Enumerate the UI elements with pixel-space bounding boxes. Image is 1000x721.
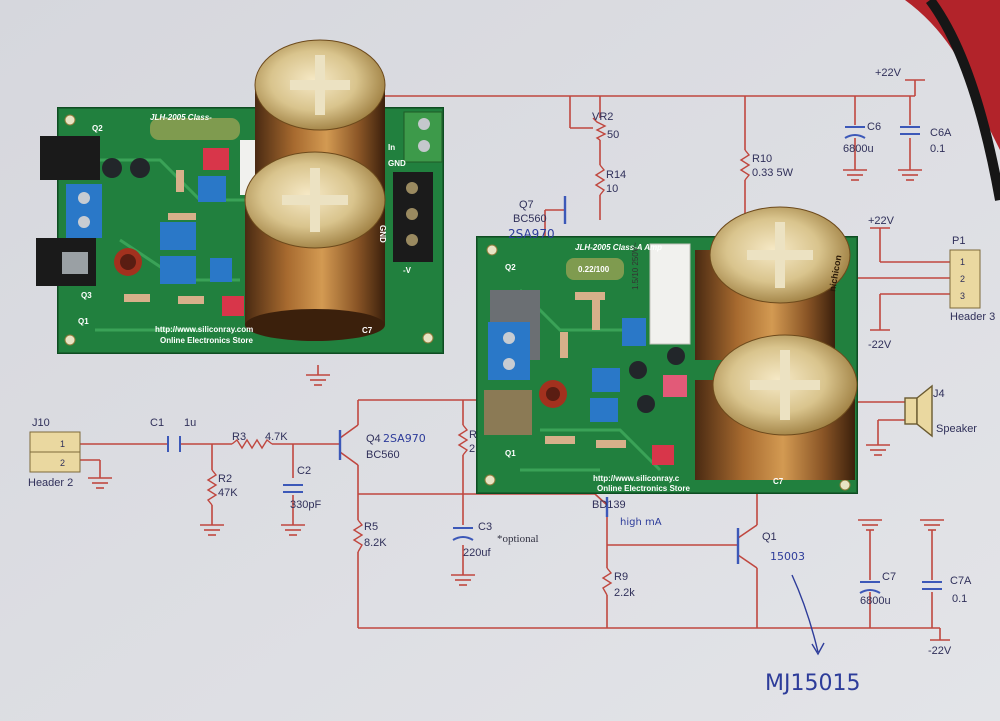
pcb-right-film-label: 0.22/100 bbox=[578, 265, 610, 274]
p1-pin1: 1 bbox=[960, 257, 965, 267]
r2-ref: R2 bbox=[218, 473, 232, 485]
pcb-right-q2: Q2 bbox=[505, 263, 516, 272]
r2-value: 47K bbox=[218, 487, 238, 499]
vr2-value: 50 bbox=[607, 129, 619, 141]
pcb-left-store: Online Electronics Store bbox=[160, 336, 253, 345]
r9-value: 2.2k bbox=[614, 587, 635, 599]
rail-neg-bottom: -22V bbox=[928, 645, 952, 657]
p1-pin3: 3 bbox=[960, 291, 965, 301]
j10-pin2: 2 bbox=[60, 458, 65, 468]
c2-value: 330pF bbox=[290, 499, 321, 511]
r5-value: 8.2K bbox=[364, 537, 387, 549]
bd139-handwritten: high mA bbox=[620, 517, 662, 528]
pcb-left-q1: Q1 bbox=[78, 317, 89, 326]
speaker-name: Speaker bbox=[936, 423, 977, 435]
r10-ref: R10 bbox=[752, 153, 772, 165]
pcb-left-minus-v: -V bbox=[403, 266, 412, 275]
pcb-right-title: JLH-2005 Class-A Amp bbox=[575, 243, 662, 252]
pcb-right-film-cap: 1.5/10 250V~ bbox=[631, 242, 640, 290]
rail-pos-p1: +22V bbox=[868, 215, 895, 227]
optional-note: *optional bbox=[497, 533, 539, 545]
c6a-ref: C6A bbox=[930, 127, 952, 139]
c7-value: 6800u bbox=[860, 595, 891, 607]
pcb-right-c7: C7 bbox=[773, 477, 784, 486]
pcb-left-title: JLH-2005 Class- bbox=[150, 113, 212, 122]
speaker-symbol bbox=[904, 384, 933, 438]
q7-ref: Q7 bbox=[519, 199, 534, 211]
pcb-left-c7: C7 bbox=[362, 326, 373, 335]
c7a-value: 0.1 bbox=[952, 593, 967, 605]
q1-ref: Q1 bbox=[762, 531, 777, 543]
p1-name: Header 3 bbox=[950, 311, 995, 323]
c7-ref: C7 bbox=[882, 571, 896, 583]
schematic-capacitors bbox=[167, 126, 942, 594]
r3-ref: R3 bbox=[232, 431, 246, 443]
p1-pin2: 2 bbox=[960, 274, 965, 284]
r5-ref: R5 bbox=[364, 521, 378, 533]
pcb-right-url: http://www.siliconray.c bbox=[593, 474, 680, 483]
schematic-resistors bbox=[206, 117, 751, 596]
c1-value: 1u bbox=[184, 417, 196, 429]
c3-ref: C3 bbox=[478, 521, 492, 533]
pcb-left-gnd: GND bbox=[388, 159, 406, 168]
schematic-wires bbox=[80, 80, 950, 640]
r1-value: 2 bbox=[469, 443, 475, 455]
pcb-left-in: In bbox=[388, 143, 395, 152]
c3-value: 220uf bbox=[463, 547, 491, 559]
r1-ref: R bbox=[469, 429, 477, 441]
left-electrolytic-caps bbox=[244, 39, 386, 341]
cable-top-right bbox=[905, 0, 1000, 201]
c6a-value: 0.1 bbox=[930, 143, 945, 155]
rail-pos-top: +22V bbox=[875, 67, 902, 79]
speaker-ref: J4 bbox=[933, 388, 945, 400]
r14-ref: R14 bbox=[606, 169, 626, 181]
c6-value: 6800u bbox=[843, 143, 874, 155]
q7-handwritten: 2SA970 bbox=[508, 227, 555, 241]
ground-symbols bbox=[88, 169, 944, 586]
q4-handwritten: 2SA970 bbox=[383, 432, 426, 445]
q7-value: BC560 bbox=[513, 213, 547, 225]
pcb-left-gnd2: GND bbox=[378, 225, 387, 243]
c6-ref: C6 bbox=[867, 121, 881, 133]
c7a-ref: C7A bbox=[950, 575, 972, 587]
r3-value: 4.7K bbox=[265, 431, 288, 443]
c1-ref: C1 bbox=[150, 417, 164, 429]
connector-p1 bbox=[949, 249, 981, 309]
handwritten-arrow bbox=[791, 574, 819, 653]
rail-neg-p1: -22V bbox=[868, 339, 892, 351]
j10-pin1: 1 bbox=[60, 439, 65, 449]
q1-handwritten: 15003 bbox=[770, 550, 805, 563]
c2-ref: C2 bbox=[297, 465, 311, 477]
pcb-left-q2: Q2 bbox=[92, 124, 103, 133]
j10-ref: J10 bbox=[32, 417, 50, 429]
connector-j10 bbox=[29, 431, 81, 473]
p1-ref: P1 bbox=[952, 235, 965, 247]
bd139-value: BD139 bbox=[592, 499, 626, 511]
pcb-left-url: http://www.siliconray.com bbox=[155, 325, 253, 334]
schematic-transistor-bars bbox=[338, 196, 740, 564]
q4-ref: Q4 bbox=[366, 433, 381, 445]
r14-value: 10 bbox=[606, 183, 618, 195]
pcb-left-q3: Q3 bbox=[81, 291, 92, 300]
j10-name: Header 2 bbox=[28, 477, 73, 489]
pcb-right-q1: Q1 bbox=[505, 449, 516, 458]
pcb-right-store: Online Electronics Store bbox=[597, 484, 690, 493]
r9-ref: R9 bbox=[614, 571, 628, 583]
right-electrolytic-caps bbox=[695, 206, 858, 480]
r10-value: 0.33 5W bbox=[752, 167, 794, 179]
q1-replacement-handwritten: MJ15015 bbox=[765, 671, 860, 696]
vr2-ref: VR2 bbox=[592, 111, 613, 123]
q4-value: BC560 bbox=[366, 449, 400, 461]
